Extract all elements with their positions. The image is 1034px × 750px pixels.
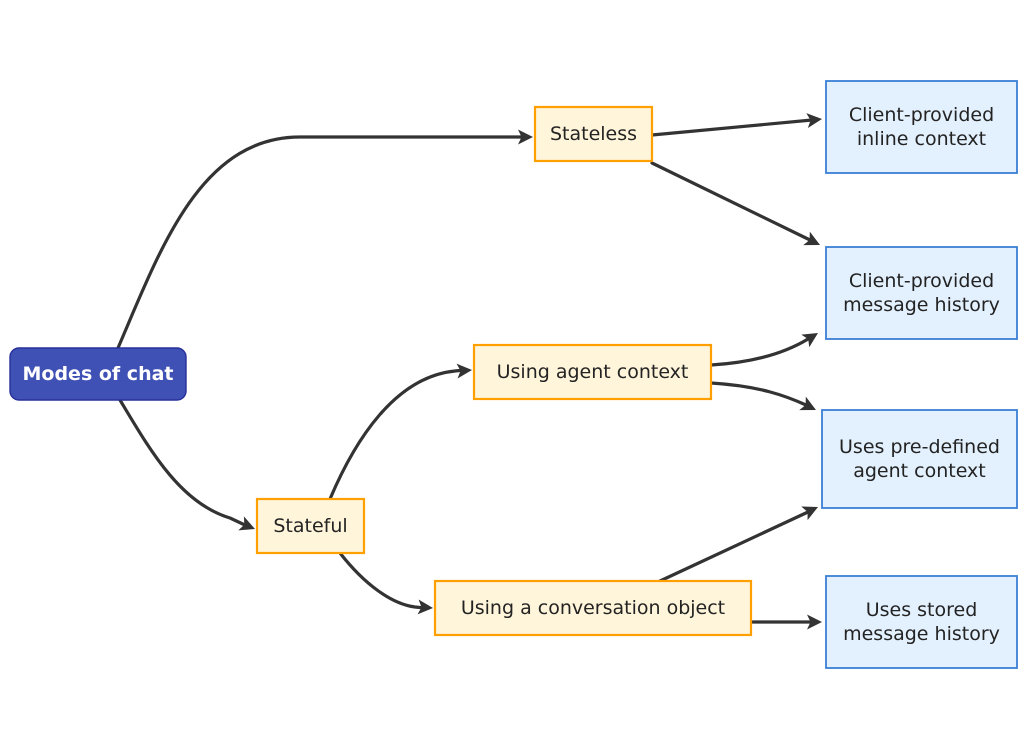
arrow-head-icon — [518, 129, 533, 145]
arrow-head-icon — [417, 599, 433, 615]
node-label: Using agent context — [497, 361, 689, 383]
node-box[interactable] — [9, 347, 187, 401]
node-label-line: agent context — [853, 460, 986, 482]
node-label-line: message history — [843, 294, 1000, 316]
node-box[interactable] — [821, 409, 1018, 509]
node-label-line: Modes of chat — [23, 363, 174, 385]
node-label-line: Using agent context — [497, 361, 689, 383]
node-root[interactable]: Modes of chat — [9, 347, 187, 401]
edge-root-to-stateful — [118, 398, 255, 531]
node-box[interactable] — [533, 105, 654, 163]
edge-stateful-to-agent-context — [328, 363, 472, 501]
node-conversation-object[interactable]: Using a conversation object — [433, 579, 753, 637]
node-label-line: Using a conversation object — [461, 597, 725, 619]
edge-conversation-object-to-pre-defined — [658, 506, 818, 583]
edges-layer — [116, 113, 822, 630]
edge-line — [709, 337, 810, 367]
edge-line — [658, 510, 810, 583]
node-label-line: Client-provided — [849, 270, 994, 292]
node-label-line: Client-provided — [849, 104, 994, 126]
edge-stateless-to-inline-context — [650, 113, 822, 137]
node-label-line: Uses stored — [866, 599, 978, 621]
node-label: Using a conversation object — [461, 597, 725, 619]
edge-stateless-to-message-history — [650, 161, 820, 246]
node-label-line: message history — [843, 623, 1000, 645]
node-box[interactable] — [433, 579, 753, 637]
node-label-line: inline context — [857, 128, 986, 150]
arrow-head-icon — [801, 333, 818, 348]
node-box[interactable] — [825, 575, 1018, 669]
edge-line — [650, 118, 814, 137]
edge-conversation-object-to-stored-history — [749, 614, 822, 630]
arrow-head-icon — [456, 363, 472, 379]
arrow-head-icon — [806, 113, 822, 129]
arrow-head-icon — [801, 506, 818, 521]
node-label-line: Stateless — [550, 123, 637, 145]
edge-stateful-to-conversation-object — [338, 551, 433, 615]
arrow-head-icon — [807, 614, 822, 630]
arrow-head-icon — [803, 231, 820, 246]
node-stateful[interactable]: Stateful — [255, 497, 366, 555]
node-label: Modes of chat — [23, 363, 174, 385]
edge-line — [709, 381, 808, 407]
edge-line — [650, 161, 812, 242]
edge-agent-context-to-message-history — [709, 333, 818, 367]
edge-agent-context-to-pre-defined — [709, 381, 816, 411]
node-label: Stateful — [273, 515, 347, 537]
edge-line — [338, 551, 427, 610]
node-stateless[interactable]: Stateless — [533, 105, 654, 163]
node-box[interactable] — [255, 497, 366, 555]
node-box[interactable] — [825, 246, 1018, 340]
node-agent-context[interactable]: Using agent context — [472, 343, 713, 401]
arrow-head-icon — [799, 396, 816, 411]
node-label-line: Uses pre-defined — [839, 436, 1000, 458]
edge-line — [328, 368, 466, 501]
node-label-line: Stateful — [273, 515, 347, 537]
node-box[interactable] — [472, 343, 713, 401]
arrow-head-icon — [238, 516, 255, 531]
edge-line — [118, 398, 249, 528]
node-box[interactable] — [825, 80, 1018, 174]
edge-root-to-stateless — [116, 129, 533, 350]
edge-line — [116, 135, 527, 350]
node-label: Stateless — [550, 123, 637, 145]
